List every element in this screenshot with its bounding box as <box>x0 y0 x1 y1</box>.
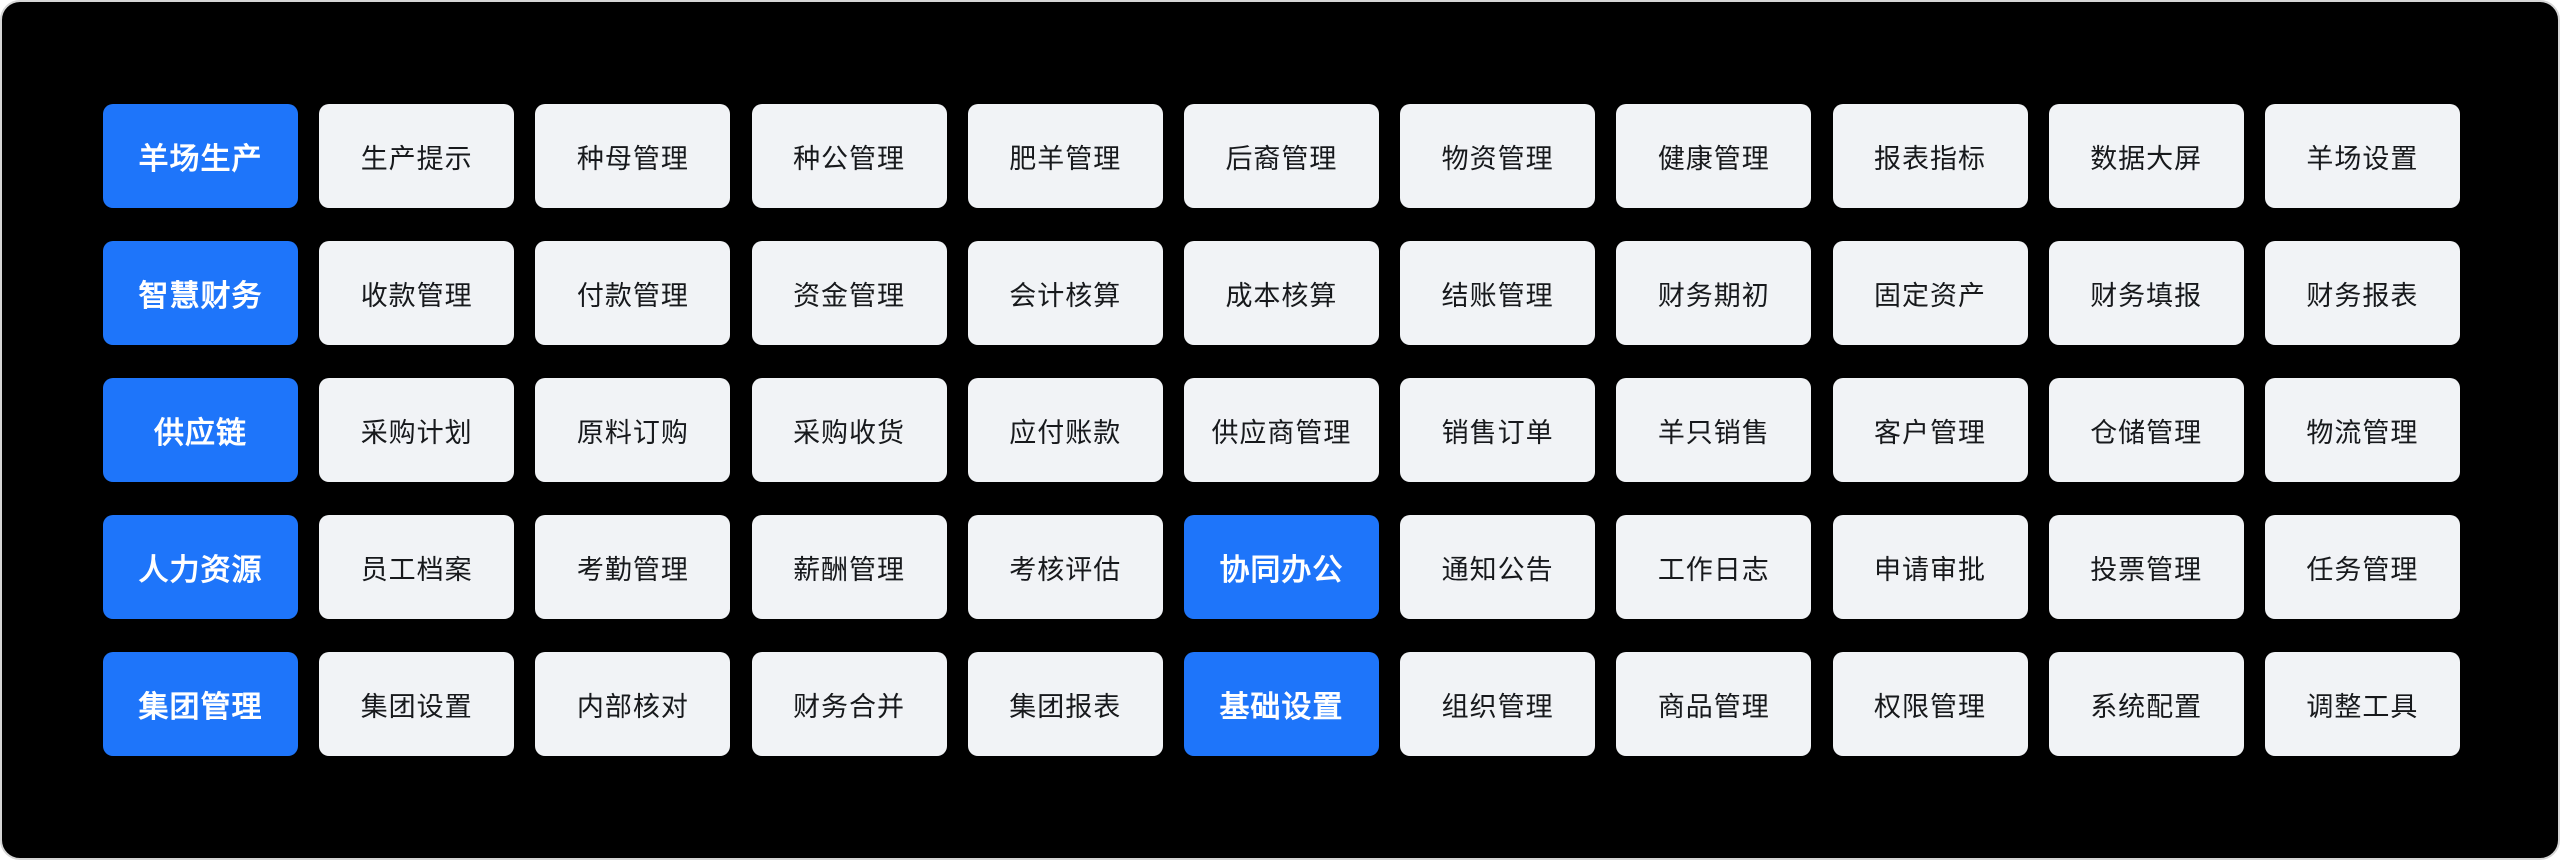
menu-tile[interactable]: 报表指标 <box>1832 104 2028 208</box>
category-tile[interactable]: 协同办公 <box>1183 515 1379 619</box>
menu-tile[interactable]: 羊场设置 <box>2264 104 2460 208</box>
category-tile[interactable]: 基础设置 <box>1183 652 1379 756</box>
menu-tile[interactable]: 权限管理 <box>1832 652 2028 756</box>
menu-tile[interactable]: 结账管理 <box>1400 241 1596 345</box>
menu-tile[interactable]: 任务管理 <box>2264 515 2460 619</box>
menu-tile[interactable]: 调整工具 <box>2264 652 2460 756</box>
category-tile[interactable]: 羊场生产 <box>103 104 298 208</box>
category-tile[interactable]: 集团管理 <box>103 652 298 756</box>
menu-tile[interactable]: 财务填报 <box>2048 241 2244 345</box>
menu-tile[interactable]: 申请审批 <box>1832 515 2028 619</box>
menu-tile[interactable]: 后裔管理 <box>1183 104 1379 208</box>
menu-tile[interactable]: 应付账款 <box>967 378 1163 482</box>
menu-tile[interactable]: 肥羊管理 <box>967 104 1163 208</box>
menu-tile[interactable]: 系统配置 <box>2048 652 2244 756</box>
category-tile[interactable]: 智慧财务 <box>103 241 298 345</box>
menu-tile[interactable]: 付款管理 <box>535 241 731 345</box>
menu-tile[interactable]: 客户管理 <box>1832 378 2028 482</box>
menu-tile[interactable]: 数据大屏 <box>2048 104 2244 208</box>
menu-tile[interactable]: 健康管理 <box>1616 104 1812 208</box>
category-tile[interactable]: 人力资源 <box>103 515 298 619</box>
menu-tile[interactable]: 种母管理 <box>535 104 731 208</box>
menu-tile[interactable]: 投票管理 <box>2048 515 2244 619</box>
menu-tile[interactable]: 成本核算 <box>1183 241 1379 345</box>
menu-tile[interactable]: 供应商管理 <box>1183 378 1379 482</box>
menu-tile[interactable]: 员工档案 <box>319 515 515 619</box>
menu-tile[interactable]: 工作日志 <box>1616 515 1812 619</box>
menu-tile[interactable]: 物资管理 <box>1400 104 1596 208</box>
menu-tile[interactable]: 考核评估 <box>967 515 1163 619</box>
category-tile[interactable]: 供应链 <box>103 378 298 482</box>
menu-tile[interactable]: 通知公告 <box>1400 515 1596 619</box>
menu-tile[interactable]: 商品管理 <box>1616 652 1812 756</box>
menu-tile[interactable]: 考勤管理 <box>535 515 731 619</box>
menu-tile[interactable]: 内部核对 <box>535 652 731 756</box>
menu-tile[interactable]: 种公管理 <box>751 104 947 208</box>
menu-tile[interactable]: 采购计划 <box>319 378 515 482</box>
menu-tile[interactable]: 羊只销售 <box>1616 378 1812 482</box>
menu-tile[interactable]: 仓储管理 <box>2048 378 2244 482</box>
menu-tile[interactable]: 生产提示 <box>319 104 515 208</box>
menu-tile[interactable]: 资金管理 <box>751 241 947 345</box>
menu-tile[interactable]: 薪酬管理 <box>751 515 947 619</box>
menu-tile[interactable]: 财务期初 <box>1616 241 1812 345</box>
menu-tile[interactable]: 收款管理 <box>319 241 515 345</box>
menu-tile[interactable]: 集团设置 <box>319 652 515 756</box>
menu-tile[interactable]: 采购收货 <box>751 378 947 482</box>
menu-tile[interactable]: 集团报表 <box>967 652 1163 756</box>
menu-tile[interactable]: 销售订单 <box>1400 378 1596 482</box>
menu-tile[interactable]: 会计核算 <box>967 241 1163 345</box>
menu-tile[interactable]: 财务合并 <box>751 652 947 756</box>
menu-tile[interactable]: 财务报表 <box>2264 241 2460 345</box>
menu-tile[interactable]: 组织管理 <box>1400 652 1596 756</box>
menu-tile[interactable]: 固定资产 <box>1832 241 2028 345</box>
menu-tile[interactable]: 物流管理 <box>2264 378 2460 482</box>
menu-tile[interactable]: 原料订购 <box>535 378 731 482</box>
